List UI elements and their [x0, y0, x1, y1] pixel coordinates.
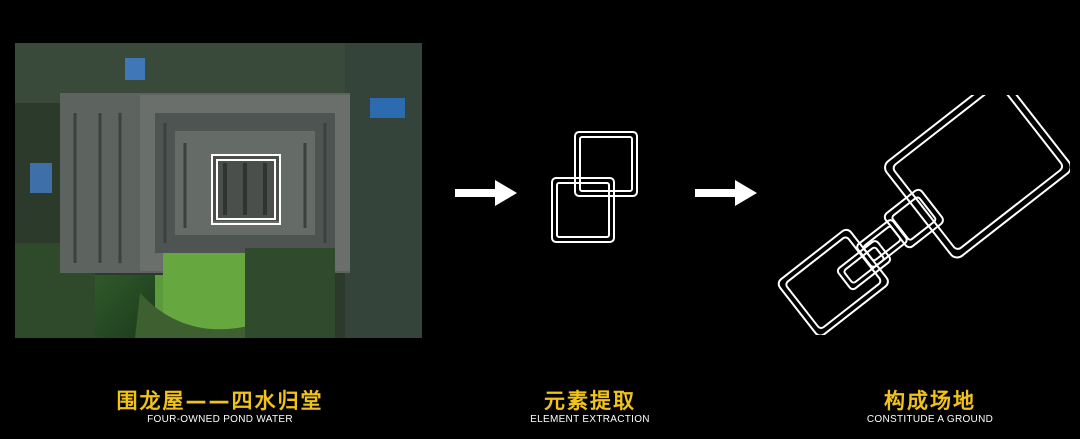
right-arrow-icon	[455, 180, 517, 206]
right-arrow-icon	[695, 180, 757, 206]
caption-four-water: 围龙屋——四水归堂 FOUR-OWNED POND WATER	[60, 388, 380, 426]
caption-en: FOUR-OWNED POND WATER	[147, 414, 293, 425]
caption-constitude-ground: 构成场地 CONSTITUDE A GROUND	[830, 388, 1030, 426]
caption-en: CONSTITUDE A GROUND	[866, 414, 994, 425]
caption-en: ELEMENT EXTRACTION	[530, 414, 650, 425]
caption-cn: 围龙屋——四水归堂	[116, 389, 324, 413]
composed-site-diagram	[777, 95, 1070, 335]
caption-element-extraction: 元素提取 ELEMENT EXTRACTION	[490, 388, 690, 426]
caption-cn: 构成场地	[884, 389, 976, 413]
caption-cn: 元素提取	[544, 389, 636, 413]
element-extraction-diagram	[551, 131, 638, 243]
aerial-photo	[15, 43, 422, 338]
